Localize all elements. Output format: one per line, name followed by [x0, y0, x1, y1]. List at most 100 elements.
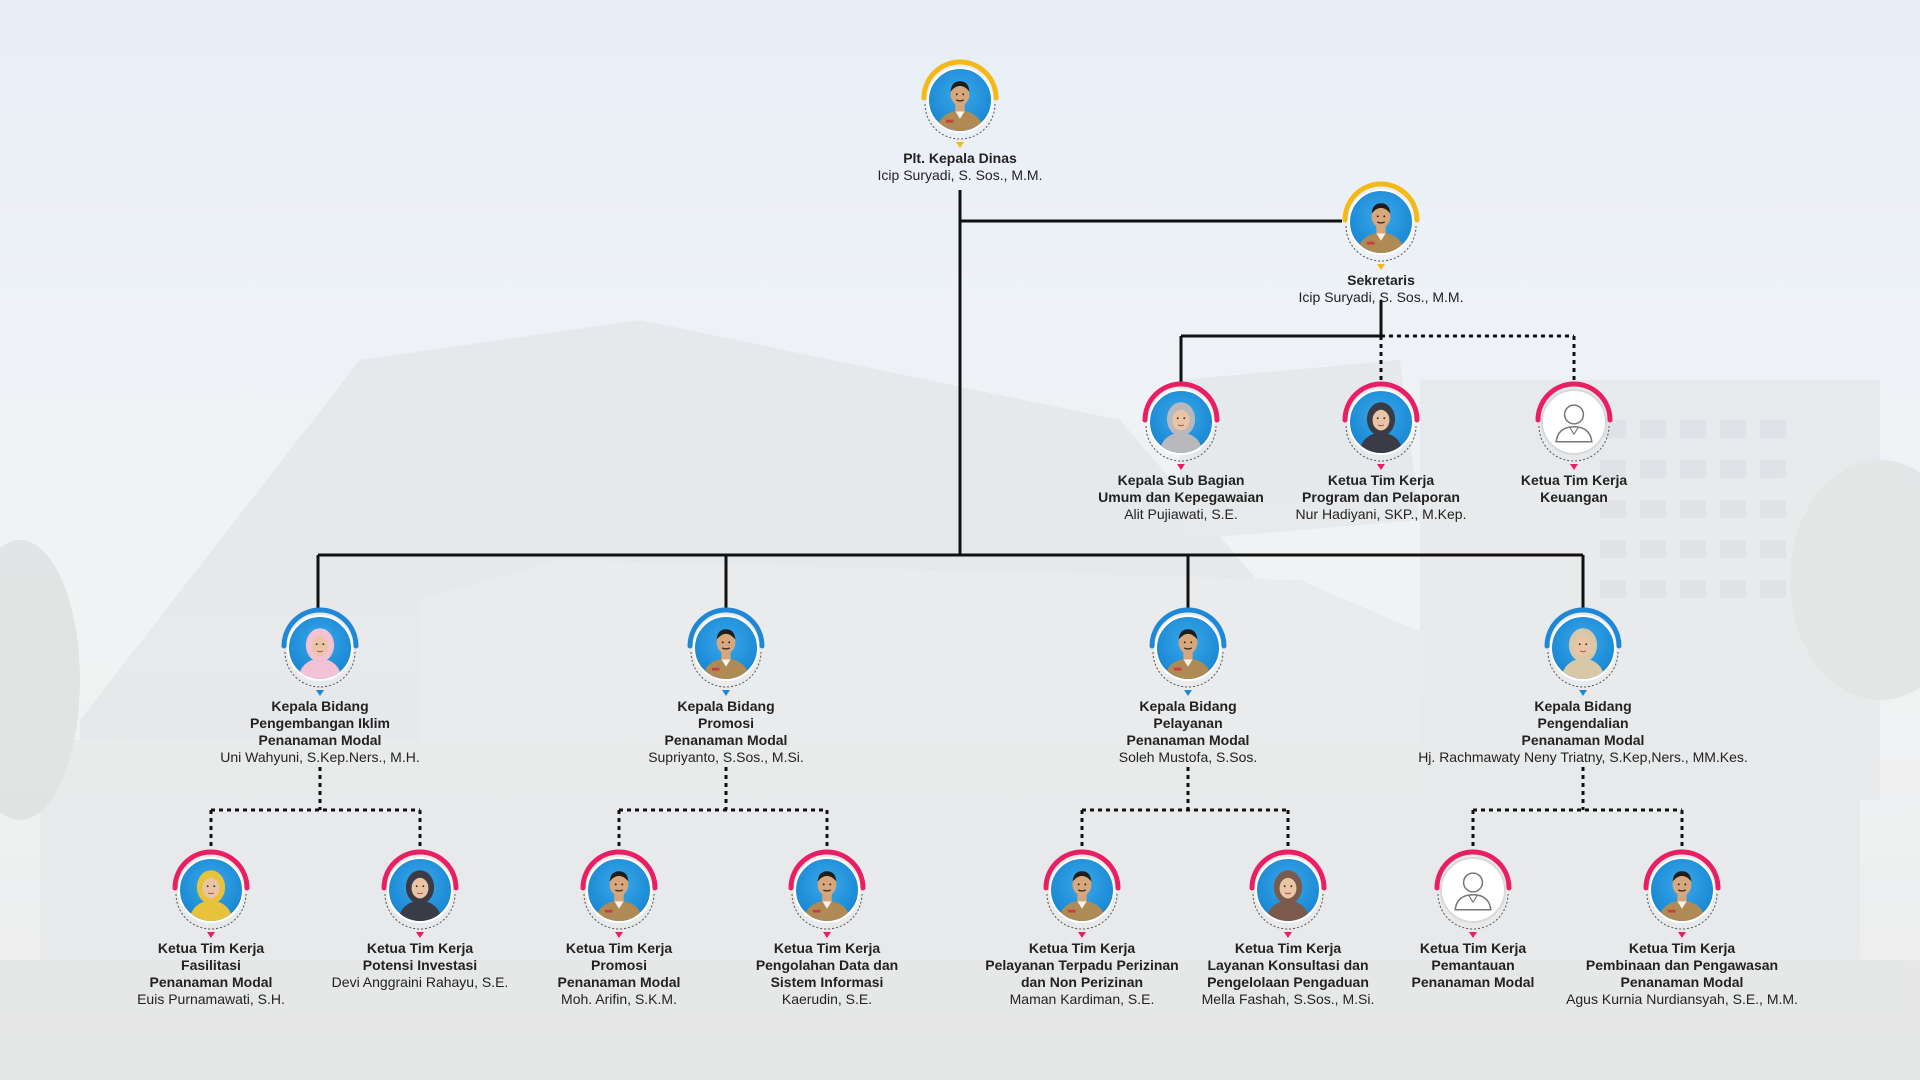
portrait-photo	[586, 857, 652, 923]
role-title: Keuangan	[1540, 489, 1608, 505]
avatar	[1339, 380, 1423, 470]
user-placeholder-icon	[1440, 857, 1506, 923]
avatar	[1541, 606, 1625, 696]
person-name: Supriyanto, S.Sos., M.Si.	[648, 749, 804, 765]
role-title: Sekretaris	[1347, 272, 1415, 288]
portrait-photo	[1255, 857, 1321, 923]
pointer-marker	[416, 932, 424, 938]
role-title: Penanaman Modal	[664, 732, 788, 748]
avatar	[918, 58, 1002, 148]
role-title: Kepala Bidang	[677, 698, 775, 714]
avatar	[1040, 848, 1124, 938]
avatar	[1139, 380, 1223, 470]
role-title: Penanaman Modal	[1126, 732, 1250, 748]
pointer-marker	[1579, 690, 1587, 696]
role-title: Promosi	[697, 715, 754, 731]
avatar	[1431, 848, 1515, 938]
portrait-photo	[693, 615, 759, 681]
portrait-photo	[1348, 189, 1414, 255]
role-title: Penanaman Modal	[557, 974, 681, 990]
role-title: Ketua Tim Kerja	[157, 940, 265, 956]
role-title: Pelayanan	[1153, 715, 1223, 731]
role-title: Ketua Tim Kerja	[1234, 940, 1342, 956]
pointer-marker	[722, 690, 730, 696]
pointer-marker	[1184, 690, 1192, 696]
avatar	[684, 606, 768, 696]
role-title: Ketua Tim Kerja	[1327, 472, 1435, 488]
role-title: Pembinaan dan Pengawasan	[1585, 957, 1779, 973]
role-title: Penanaman Modal	[1620, 974, 1744, 990]
person-name: Maman Kardiman, S.E.	[1009, 991, 1155, 1007]
person-name: Euis Purnamawati, S.H.	[137, 991, 285, 1007]
role-title: Plt. Kepala Dinas	[903, 150, 1017, 166]
pointer-marker	[615, 932, 623, 938]
role-title: Pengembangan Iklim	[249, 715, 391, 731]
person-name: Nur Hadiyani, SKP., M.Kep.	[1295, 506, 1467, 522]
avatar	[1532, 380, 1616, 470]
avatar	[169, 848, 253, 938]
person-name: Icip Suryadi, S. Sos., M.M.	[1298, 289, 1464, 305]
role-title: Penanaman Modal	[149, 974, 273, 990]
role-title: Kepala Sub Bagian	[1117, 472, 1245, 488]
role-title: Pengendalian	[1537, 715, 1629, 731]
person-name: Icip Suryadi, S. Sos., M.M.	[877, 167, 1043, 183]
pointer-marker	[1570, 464, 1578, 470]
pointer-marker	[1678, 932, 1686, 938]
role-title: Kepala Bidang	[1139, 698, 1237, 714]
role-title: Program dan Pelaporan	[1302, 489, 1460, 505]
role-title: Ketua Tim Kerja	[565, 940, 673, 956]
person-name: Mella Fashah, S.Sos., M.Si.	[1201, 991, 1375, 1007]
role-title: Pelayanan Terpadu Perizinan	[985, 957, 1179, 973]
portrait-photo	[387, 857, 453, 923]
pointer-marker	[956, 142, 964, 148]
avatar	[1246, 848, 1330, 938]
avatar	[1146, 606, 1230, 696]
role-title: Ketua Tim Kerja	[1520, 472, 1628, 488]
portrait-photo	[1155, 615, 1221, 681]
portrait-photo	[1148, 389, 1214, 455]
pointer-marker	[1284, 932, 1292, 938]
portrait-photo	[927, 67, 993, 133]
person-name: Devi Anggraini Rahayu, S.E.	[331, 974, 509, 990]
avatar	[378, 848, 462, 938]
portrait-photo	[178, 857, 244, 923]
role-title: Ketua Tim Kerja	[1628, 940, 1736, 956]
role-title: Ketua Tim Kerja	[773, 940, 881, 956]
role-title: Layanan Konsultasi dan	[1207, 957, 1369, 973]
role-title: Ketua Tim Kerja	[366, 940, 474, 956]
role-title: Kepala Bidang	[1534, 698, 1632, 714]
role-title: Penanaman Modal	[1411, 974, 1535, 990]
role-title: Fasilitasi	[181, 957, 241, 973]
pointer-marker	[316, 690, 324, 696]
pointer-marker	[1469, 932, 1477, 938]
role-title: Potensi Investasi	[362, 957, 478, 973]
role-title: Ketua Tim Kerja	[1419, 940, 1527, 956]
portrait-photo	[287, 615, 353, 681]
pointer-marker	[823, 932, 831, 938]
pointer-marker	[1377, 264, 1385, 270]
role-title: Kepala Bidang	[271, 698, 369, 714]
role-title: Pengelolaan Pengaduan	[1207, 974, 1369, 990]
role-title: Sistem Informasi	[770, 974, 884, 990]
user-placeholder-icon	[1541, 389, 1607, 455]
portrait-photo	[1348, 389, 1414, 455]
avatar	[1339, 180, 1423, 270]
avatar	[577, 848, 661, 938]
role-title: Penanaman Modal	[1521, 732, 1645, 748]
role-title: Ketua Tim Kerja	[1028, 940, 1136, 956]
avatar	[1640, 848, 1724, 938]
person-name: Soleh Mustofa, S.Sos.	[1118, 749, 1258, 765]
